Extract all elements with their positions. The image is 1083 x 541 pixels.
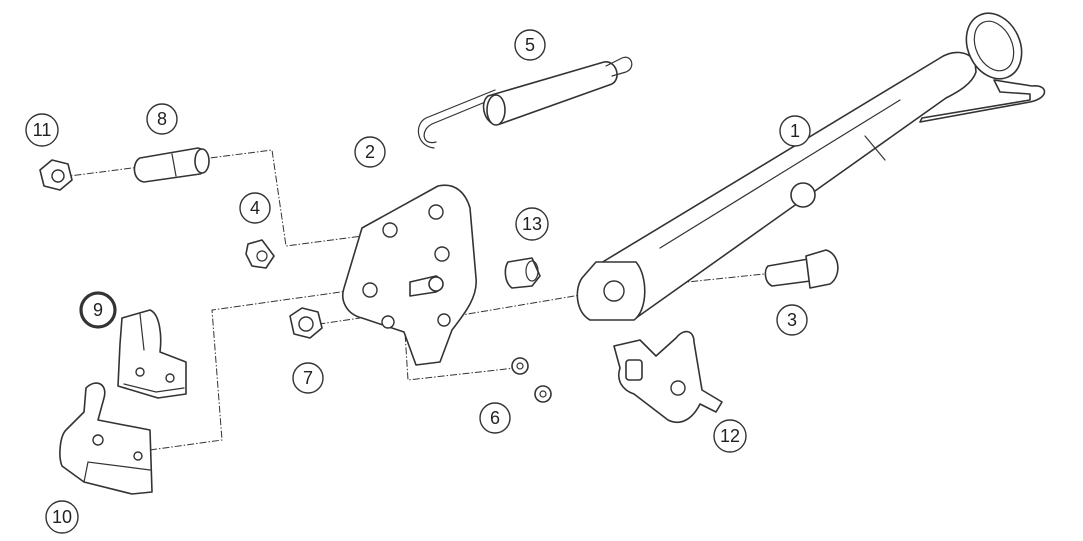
spring-end-ring [486, 94, 506, 126]
sleeve-8-collar [171, 153, 177, 177]
small-screw-4-recess [256, 250, 268, 262]
switch-clip-9-hole-left [135, 367, 145, 377]
mounting-plate-hole-lower-right [437, 313, 451, 327]
callout-11-label: 11 [33, 120, 52, 140]
part-mounting-plate [342, 184, 477, 366]
callout-4-label: 4 [250, 198, 260, 218]
guard-bracket-10-hole-right [133, 451, 143, 461]
part-nut-11 [39, 159, 73, 191]
callout-5-ring [514, 29, 546, 61]
callout-8-ring [146, 103, 178, 135]
mounting-plate-stud-head [428, 276, 444, 292]
callout-7: 7 [292, 362, 324, 394]
mounting-plate-hole-lower-left [381, 315, 395, 329]
side-stand-leg [595, 51, 977, 319]
side-stand-pivot-hole [603, 280, 625, 302]
assembly-line-bolt-to-bracket [61, 149, 363, 247]
mounting-plate-hole-upper-right [428, 204, 444, 220]
callout-4-ring [239, 192, 271, 224]
mounting-plate-hole-pivot [362, 282, 378, 298]
guard-bracket-10 [59, 382, 153, 495]
switch-clip-9-slot [139, 313, 145, 351]
callout-8: 8 [146, 103, 178, 135]
callout-10-label: 10 [52, 507, 72, 527]
part-sleeve-8 [133, 147, 210, 183]
callout-10-ring [45, 500, 79, 534]
part-hex-nut-7 [289, 307, 323, 339]
callout-5: 5 [514, 29, 546, 61]
callout-2: 2 [354, 136, 386, 168]
spring-hook-left-inner [417, 89, 496, 149]
screw-6-upper [511, 357, 529, 375]
assembly-line-bracket-to-mount [149, 288, 363, 451]
side-stand-leg-seam [864, 135, 886, 161]
side-stand-foot [965, 12, 1023, 80]
screw-6-lower [534, 385, 552, 403]
callout-13: 13 [515, 207, 549, 241]
part-bushing-13 [504, 257, 541, 289]
screw-6-upper-recess [516, 362, 524, 370]
side-stand-spring-peg [790, 182, 816, 208]
part-guard-bracket-10 [59, 382, 153, 495]
nut-11-bore [51, 169, 65, 183]
callout-6-ring [479, 402, 511, 434]
callout-12-label: 12 [720, 426, 740, 446]
side-stand-foot-rim [973, 20, 1015, 72]
callout-11-ring [25, 113, 59, 147]
part-sensor-bracket-12 [613, 330, 723, 424]
mounting-plate-hole-upper-left [382, 222, 398, 238]
sleeve-8-end [194, 148, 210, 174]
callout-8-label: 8 [157, 109, 167, 129]
switch-clip-9-base [123, 383, 185, 393]
spring-hook-right [605, 56, 633, 77]
callout-6: 6 [479, 402, 511, 434]
callout-7-label: 7 [303, 368, 313, 388]
mounting-plate-hole-mid [434, 246, 450, 262]
callout-4: 4 [239, 192, 271, 224]
side-stand-lever [919, 79, 1046, 123]
callout-9-label: 9 [93, 300, 103, 320]
callout-9-ring [79, 291, 117, 329]
part-pivot-bolt [764, 249, 839, 289]
switch-clip-9-hole-right [165, 373, 175, 383]
callout-12: 12 [713, 419, 747, 453]
callout-6-label: 6 [490, 408, 500, 428]
callout-2-label: 2 [365, 142, 375, 162]
callout-3-label: 3 [787, 310, 797, 330]
callout-1: 1 [779, 115, 811, 147]
part-small-screw [245, 239, 275, 269]
hex-nut-7-bore [298, 316, 314, 332]
part-switch-clip-9 [117, 309, 187, 399]
callout-5-label: 5 [525, 35, 535, 55]
guard-bracket-10-hole-left [92, 434, 104, 446]
callout-1-label: 1 [790, 121, 800, 141]
sensor-bracket-12-hole [670, 380, 686, 396]
callout-1-ring [779, 115, 811, 147]
spring-hook-left [423, 97, 496, 144]
callout-13-ring [515, 207, 549, 241]
callout-3-ring [776, 304, 808, 336]
part-return-spring [417, 56, 633, 149]
callout-12-ring [713, 419, 747, 453]
guard-bracket-10-fold [83, 461, 151, 483]
callout-3: 3 [776, 304, 808, 336]
mounting-plate [342, 184, 477, 366]
pivot-bolt-head [805, 249, 839, 289]
side-stand-leg-ridge [659, 99, 901, 249]
screw-6-lower-recess [539, 390, 547, 398]
callout-2-ring [354, 136, 386, 168]
callout-7-ring [292, 362, 324, 394]
bushing-13-bore [525, 260, 539, 282]
part-screws-6 [511, 357, 552, 403]
callout-10: 10 [45, 500, 79, 534]
part-side-stand [576, 12, 1046, 321]
sensor-bracket-12-tab [625, 359, 643, 381]
callout-13-label: 13 [522, 214, 542, 234]
callout-9: 9 [79, 291, 117, 329]
callout-11: 11 [25, 113, 59, 147]
callouts: 1 2 3 4 5 6 7 8 [25, 29, 811, 534]
small-screw-4 [245, 239, 275, 269]
sensor-bracket-12 [613, 330, 723, 424]
